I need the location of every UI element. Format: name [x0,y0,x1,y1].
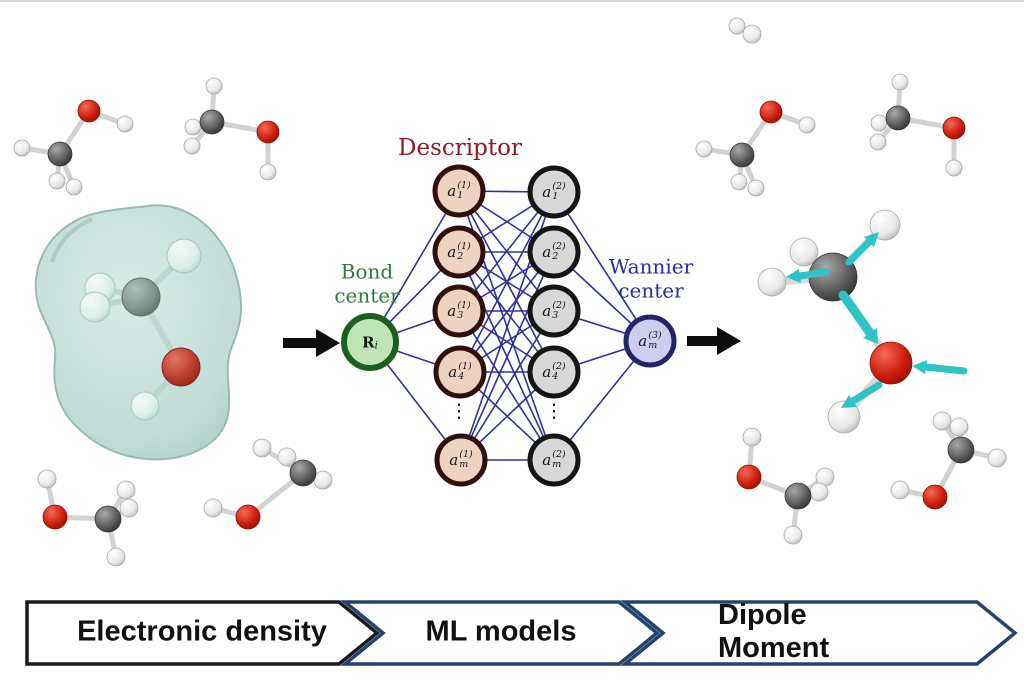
hidden1-node-label: a (1)4 [448,361,472,382]
methanol-with-dipole [757,209,913,434]
pipeline-step-chevron [25,600,380,666]
pipeline-step-label-dipole-moment: Dipole Moment [718,599,830,664]
methanol-in-density [79,238,202,421]
hidden2-node [527,165,581,219]
descriptor-label: Descriptor [398,135,522,161]
pipeline-step-label-ml-models: ML models [425,615,577,648]
hidden1-node-label: a (1)2 [447,241,471,262]
dipole-arrows [786,232,968,408]
output-node-label: a (3)m [638,330,662,351]
flow-arrow-right [687,327,741,355]
network-links [369,190,651,461]
hidden2-node-label: a (2)m [542,449,566,470]
hidden2-node-label: a (2)4 [542,361,566,382]
pipeline-step-chevron [620,600,1018,666]
hidden2-node [527,284,581,338]
hidden2-node-label: a (2)2 [542,241,566,262]
pipeline-step-label-electronic-density: Electronic density [77,615,327,648]
hidden1-node [432,284,486,338]
ellipsis-dots: ⋮ [544,400,564,423]
hidden1-node [432,225,486,279]
hidden1-node [433,345,487,399]
hidden1-node-label: a (1)m [449,449,473,470]
hidden1-node-label: a (1)3 [447,300,471,321]
bond-center-label-line1: Bond [340,259,394,284]
top-border-line [0,0,1024,2]
hidden2-node [527,345,581,399]
network-nodes [341,164,677,487]
electron-density-isosurface [34,204,243,461]
hidden2-node [527,433,581,487]
wannier-center-label-line1: Wannier [608,254,694,279]
output-node-wannier-center [623,314,677,368]
pipeline-banner [25,600,1018,666]
methanol-molecule [869,73,966,177]
ellipsis-dots: ⋮ [449,400,469,423]
methanol-molecule [890,411,1007,510]
bond-center-label-line2: center [334,283,400,308]
hidden1-node [432,164,486,218]
hidden2-node [527,225,581,279]
wannier-center-label-line2: center [618,278,684,303]
molecule-fragment [728,17,762,44]
methanol-molecule [736,427,835,545]
pipeline-step-chevron [340,600,660,666]
hidden2-node-label: a (2)1 [542,181,566,202]
hidden1-node-label: a (1)1 [447,180,471,201]
flow-arrow-left [283,329,340,357]
hidden1-node [434,433,488,487]
methanol-molecule [183,77,280,181]
methanol-molecule [695,100,816,197]
input-node-bond-center [341,313,399,371]
hidden2-node-label: a (2)3 [542,300,566,321]
methanol-molecule [203,438,333,530]
methanol-molecule [13,99,134,196]
methanol-molecule [37,469,139,567]
